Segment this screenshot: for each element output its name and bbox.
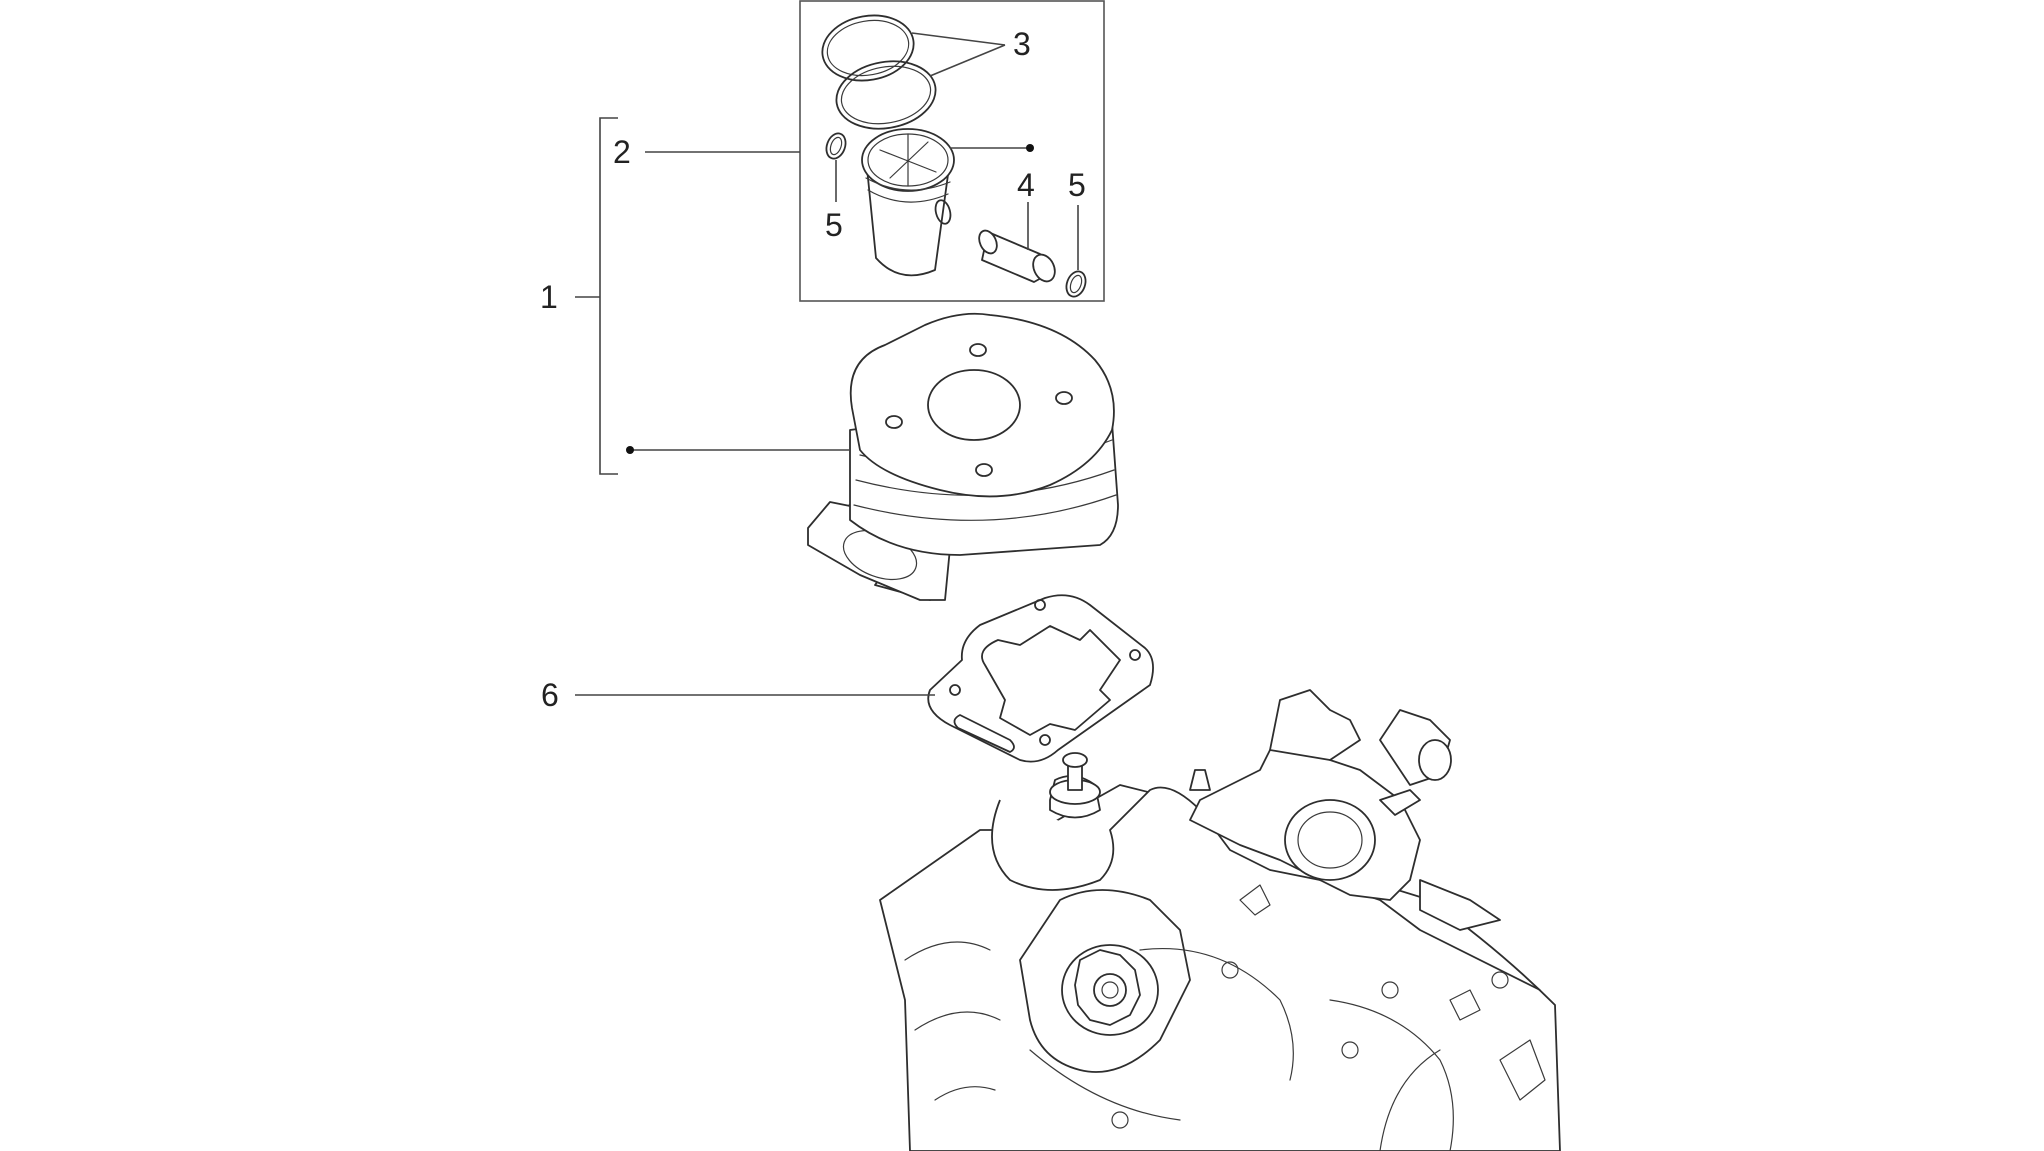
piston-pin bbox=[978, 229, 1056, 283]
reference-dot-cylinder bbox=[626, 446, 634, 454]
leader-3a bbox=[911, 32, 1006, 46]
callout-4: 4 bbox=[1017, 167, 1035, 203]
reference-dot-top bbox=[1026, 144, 1034, 152]
piston-rings bbox=[821, 14, 937, 130]
callout-1: 1 bbox=[540, 279, 558, 315]
callout-5-left: 5 bbox=[825, 207, 843, 243]
callout-2: 2 bbox=[613, 134, 631, 170]
leader-3b bbox=[929, 44, 1006, 77]
cylinder bbox=[807, 312, 1119, 601]
circlip-right bbox=[1065, 270, 1087, 298]
callout-5-right: 5 bbox=[1068, 167, 1086, 203]
assembly-bracket bbox=[575, 117, 618, 475]
engine-crankcase bbox=[879, 689, 1561, 1151]
circlip-left bbox=[825, 132, 847, 160]
base-gasket bbox=[927, 594, 1154, 763]
piston-kit-frame bbox=[799, 0, 1105, 302]
piston bbox=[861, 128, 955, 277]
callout-3: 3 bbox=[1013, 26, 1031, 62]
callout-6: 6 bbox=[541, 677, 559, 713]
